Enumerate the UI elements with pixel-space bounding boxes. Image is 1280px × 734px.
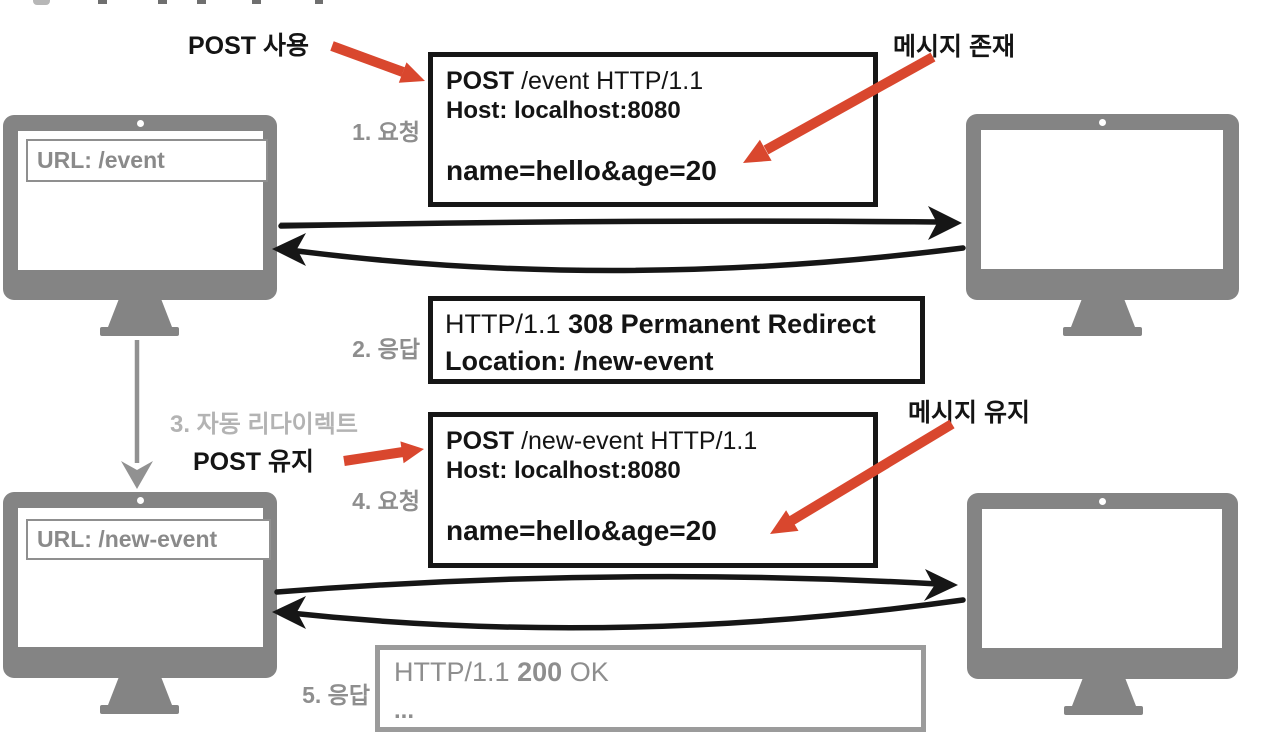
browser-url-bar: URL: /event bbox=[26, 139, 268, 182]
step1-label: 1. 요청 bbox=[352, 119, 420, 145]
step5-label: 5. 응답 bbox=[302, 682, 370, 708]
post-keep-note: POST 유지 bbox=[193, 448, 315, 476]
post-usage-arrow bbox=[330, 41, 425, 83]
monitor-stand-base bbox=[1063, 327, 1142, 336]
response5-body-ellipsis: ... bbox=[394, 697, 415, 724]
request1-body: name=hello&age=20 bbox=[446, 155, 717, 186]
server-monitor-bottom bbox=[967, 493, 1238, 679]
monitor-stand-base bbox=[1064, 706, 1143, 715]
clipped-title-fragment bbox=[315, 0, 323, 4]
camera-dot-icon bbox=[137, 497, 144, 504]
message-keep-note: 메시지 유지 bbox=[908, 399, 1030, 427]
request4-body: name=hello&age=20 bbox=[446, 515, 717, 546]
server-monitor-top-screen bbox=[981, 130, 1223, 269]
request4-start-line: POST/new-event HTTP/1.1 bbox=[446, 426, 860, 456]
url-text: URL: /new-event bbox=[37, 526, 218, 552]
request-arrow-bottom bbox=[274, 569, 958, 601]
http-version: HTTP/1.1 bbox=[445, 309, 561, 339]
status-text: 308 Permanent Redirect bbox=[568, 309, 876, 339]
response2-location-header: Location: /new-event bbox=[445, 346, 714, 376]
monitor-stand bbox=[108, 299, 172, 327]
http-method: POST bbox=[446, 427, 515, 455]
message-exists-note: 메시지 존재 bbox=[893, 33, 1015, 61]
monitor-stand bbox=[108, 677, 172, 705]
http-version: HTTP/1.1 bbox=[394, 657, 510, 687]
auto-redirect-arrow bbox=[121, 340, 153, 489]
status-code: 200 bbox=[517, 657, 563, 687]
request4-host-header: Host: localhost:8080 bbox=[446, 457, 681, 484]
clipped-title-fragment bbox=[98, 0, 107, 4]
server-monitor-top bbox=[966, 114, 1239, 300]
request-target: /new-event HTTP/1.1 bbox=[521, 427, 758, 455]
post-usage-note: POST 사용 bbox=[188, 32, 310, 60]
monitor-stand bbox=[1071, 299, 1135, 327]
request1-host-header: Host: localhost:8080 bbox=[446, 97, 681, 124]
clipped-title-fragment bbox=[33, 0, 50, 5]
clipped-title-fragment bbox=[252, 0, 261, 4]
response-arrow-bottom bbox=[272, 596, 966, 631]
camera-dot-icon bbox=[137, 120, 144, 127]
request-arrow-top bbox=[278, 206, 962, 240]
post-keep-arrow bbox=[343, 441, 424, 466]
step2-label: 2. 응답 bbox=[352, 336, 420, 362]
monitor-stand-base bbox=[100, 327, 179, 336]
http-method: POST bbox=[446, 67, 515, 95]
clipped-title-fragment bbox=[158, 0, 167, 4]
response-arrow-top bbox=[272, 233, 966, 274]
status-reason: OK bbox=[569, 657, 609, 687]
clipped-title-fragment bbox=[197, 0, 206, 4]
browser-url-bar: URL: /new-event bbox=[26, 519, 271, 560]
camera-dot-icon bbox=[1099, 498, 1106, 505]
url-text: URL: /event bbox=[37, 147, 165, 173]
request1-start-line: POST/event HTTP/1.1 bbox=[446, 66, 860, 96]
request-target: /event HTTP/1.1 bbox=[521, 67, 704, 95]
monitor-stand bbox=[1072, 678, 1136, 706]
request4-box: POST/new-event HTTP/1.1 Host: localhost:… bbox=[428, 412, 878, 568]
request1-box: POST/event HTTP/1.1 Host: localhost:8080… bbox=[428, 52, 878, 207]
server-monitor-bottom-screen bbox=[982, 509, 1222, 648]
step4-label: 4. 요청 bbox=[352, 488, 420, 514]
auto-redirect-note: 3. 자동 리다이렉트 bbox=[170, 411, 358, 438]
camera-dot-icon bbox=[1099, 119, 1106, 126]
monitor-stand-base bbox=[100, 705, 179, 714]
